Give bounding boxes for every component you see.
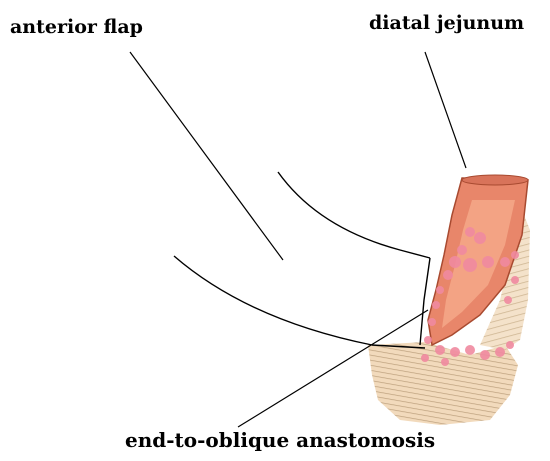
label-distal-jejunum: diatal jejunum xyxy=(369,12,524,34)
flap-curve-lower xyxy=(174,256,425,348)
label-anterior-flap: anterior flap xyxy=(10,16,143,38)
flap-curve-upper xyxy=(278,172,430,258)
leader-distal-jejunum xyxy=(425,52,466,168)
mesentery-lower xyxy=(368,342,518,425)
flap-edge xyxy=(420,258,430,345)
label-anastomosis: end-to-oblique anastomosis xyxy=(125,428,435,452)
leader-anterior-flap xyxy=(130,52,283,260)
jejunum-opening xyxy=(462,175,528,185)
